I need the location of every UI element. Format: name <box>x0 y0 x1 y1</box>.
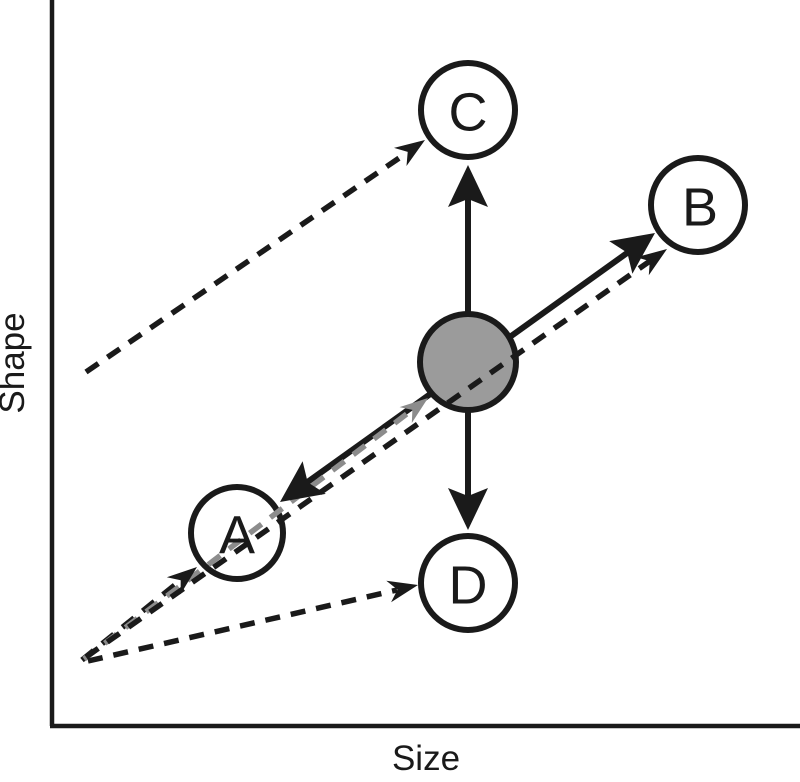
dashed-arrowhead-to-c <box>394 140 425 166</box>
solid-arrowhead-up-to-c <box>448 165 488 207</box>
node-label-c: C <box>449 82 488 142</box>
solid-arrowhead-to-b <box>609 233 655 274</box>
node-circle-d <box>418 533 518 633</box>
x-axis-label: Size <box>392 739 460 778</box>
solid-arrowhead-to-a <box>280 461 326 502</box>
node-label-d: D <box>449 555 488 615</box>
node-label-a: A <box>219 505 255 565</box>
gray-dashed-arrowhead-to-start <box>399 398 428 423</box>
gray-dashed-arrow-line-to-start <box>82 407 414 662</box>
dashed-arrowhead-to-a <box>166 567 197 595</box>
dashed-arrow-line-to-c <box>84 149 410 375</box>
dashed-arrowhead-to-b <box>636 249 667 276</box>
node-circle-a <box>188 484 286 582</box>
solid-arrowhead-down-to-d <box>448 488 488 530</box>
dashed-arrow-line-to-b <box>84 258 652 660</box>
y-axis-label: Shape <box>0 312 32 413</box>
node-circle-b <box>648 155 748 255</box>
node-label-b: B <box>682 177 718 237</box>
node-circle-c <box>418 60 518 160</box>
start-node-circle <box>417 311 519 413</box>
dashed-arrowhead-to-d <box>386 580 418 603</box>
dashed-arrow-line-to-d <box>87 587 398 664</box>
